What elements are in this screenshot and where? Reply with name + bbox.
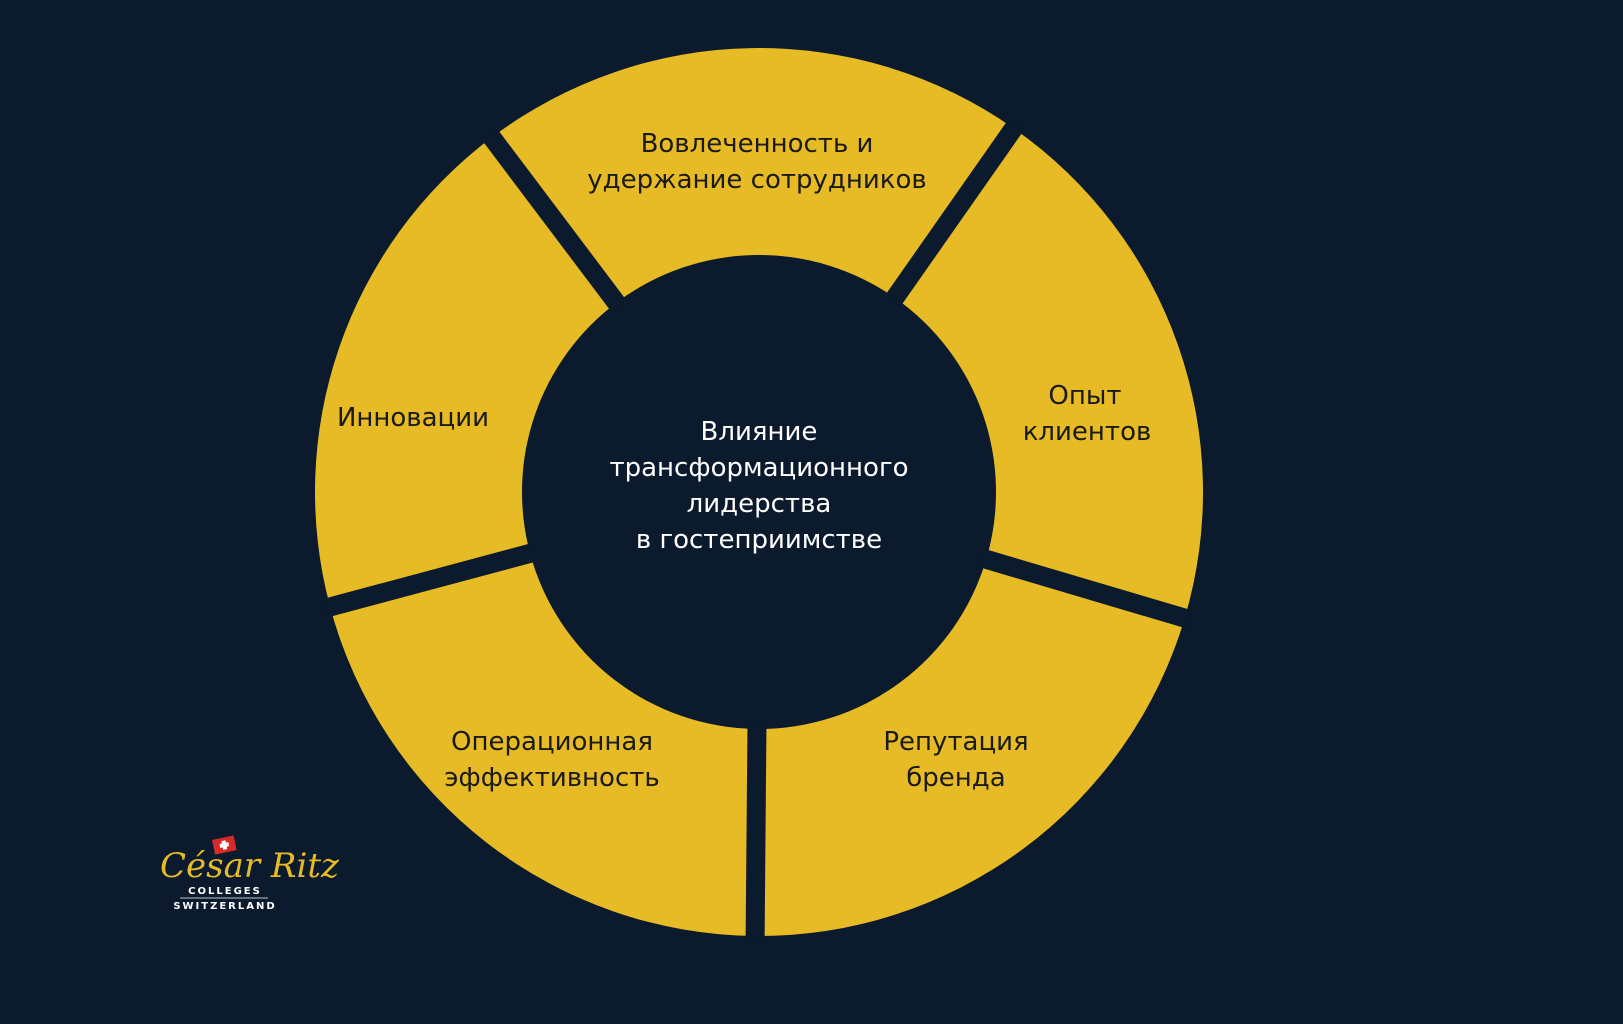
label-line: эффективность bbox=[444, 763, 659, 793]
center-line: лидерства bbox=[687, 489, 832, 519]
label-line: Вовлеченность и bbox=[641, 129, 874, 159]
center-title: Влияние трансформационного лидерства в г… bbox=[609, 417, 908, 555]
center-line: в гостеприимстве bbox=[636, 525, 882, 555]
segment-customer-experience bbox=[894, 128, 1203, 619]
segment-label-innovation: Инновации bbox=[337, 403, 489, 433]
segment-label-brand-reputation: Репутация бренда bbox=[883, 727, 1028, 793]
logo-colleges: COLLEGES bbox=[188, 886, 262, 897]
label-line: Репутация bbox=[883, 727, 1028, 757]
segment-label-operational-efficiency: Операционная эффективность bbox=[444, 727, 659, 793]
segment-gap bbox=[884, 118, 1025, 308]
label-line: удержание сотрудников bbox=[587, 165, 926, 195]
center-line: Влияние bbox=[701, 417, 818, 447]
logo-script: César Ritz bbox=[160, 846, 340, 886]
donut-ring bbox=[315, 47, 1203, 936]
segment-gaps bbox=[322, 118, 1193, 942]
label-line: клиентов bbox=[1023, 417, 1152, 447]
segment-gap bbox=[481, 127, 627, 313]
center-line: трансформационного bbox=[609, 453, 908, 483]
swiss-flag-icon bbox=[212, 835, 237, 855]
segment-gap bbox=[745, 723, 767, 942]
segment-gap bbox=[978, 548, 1193, 629]
segment-label-customer-experience: Опыт клиентов bbox=[1023, 381, 1152, 447]
label-line: Инновации bbox=[337, 403, 489, 433]
segment-label-engagement: Вовлеченность и удержание сотрудников bbox=[587, 129, 926, 195]
segment-engagement bbox=[491, 47, 1014, 303]
segment-innovation bbox=[315, 137, 617, 607]
segment-brand-reputation bbox=[755, 559, 1185, 936]
segment-gap bbox=[322, 542, 538, 618]
logo-switzerland: SWITZERLAND bbox=[173, 901, 276, 912]
label-line: Опыт bbox=[1048, 381, 1121, 411]
label-line: бренда bbox=[906, 763, 1005, 793]
cesar-ritz-logo: César Ritz COLLEGES SWITZERLAND bbox=[160, 835, 340, 912]
segment-operational-efficiency bbox=[330, 553, 757, 936]
label-line: Операционная bbox=[451, 727, 653, 757]
